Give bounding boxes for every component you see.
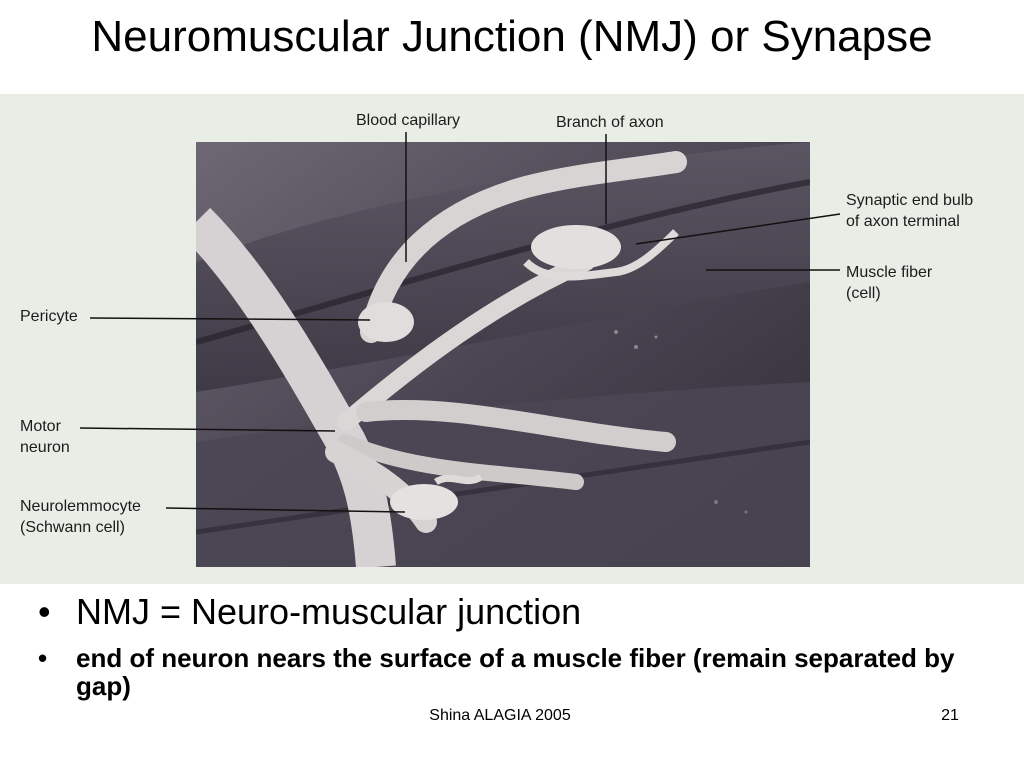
label-pericyte: Pericyte [20,308,78,325]
axon-branch [338,434,584,490]
synaptic-terminal [523,229,679,281]
leader-line-neurolemmocyte [165,507,406,513]
label-motor-neuron: Motor neuron [20,418,70,456]
label-muscle-fiber: Muscle fiber (cell) [846,264,933,302]
bullet-list: • NMJ = Neuro-muscular junction • end of… [34,590,1014,700]
surface-speck [654,335,658,339]
figure-panel: Blood capillary Branch of axon Synaptic … [0,94,1024,584]
bullet-item: • NMJ = Neuro-muscular junction [34,590,1014,634]
leader-lines [79,132,841,513]
bullet-marker: • [38,643,48,673]
schwann-cell-bulb [390,484,458,520]
footer-author: Shina ALAGIA 2005 [429,707,571,724]
leader-line-synaptic-end-bulb [635,213,841,245]
surface-speck [634,345,638,349]
fiber-crease [196,439,810,535]
pericyte-cell [358,302,414,342]
synaptic-end-bulb [531,225,621,269]
footer-page-number: 21 [941,707,959,724]
synaptic-terminal [434,473,483,486]
surface-speck [744,510,748,514]
bullet-text: NMJ = Neuro-muscular junction [76,591,582,632]
muscle-fiber-upper [196,142,810,392]
leader-line-pericyte [89,317,371,321]
label-branch-of-axon: Branch of axon [556,114,664,131]
bullet-marker: • [38,591,51,632]
label-neurolemmocyte: Neurolemmocyte (Schwann cell) [20,498,141,536]
axon-branch [196,207,396,567]
leader-line-motor-neuron [79,427,336,432]
axon-branch [356,400,676,452]
surface-speck [614,330,618,334]
surface-speck [714,500,718,504]
bullet-item: • end of neuron nears the surface of a m… [34,644,1014,700]
label-synaptic-end-bulb: Synaptic end bulb of axon terminal [846,192,974,230]
bullet-text: end of neuron nears the surface of a mus… [76,643,955,701]
micrograph-image [196,142,810,567]
blood-capillary [360,151,687,343]
page-title: Neuromuscular Junction (NMJ) or Synapse [91,12,933,61]
label-blood-capillary: Blood capillary [356,112,461,129]
